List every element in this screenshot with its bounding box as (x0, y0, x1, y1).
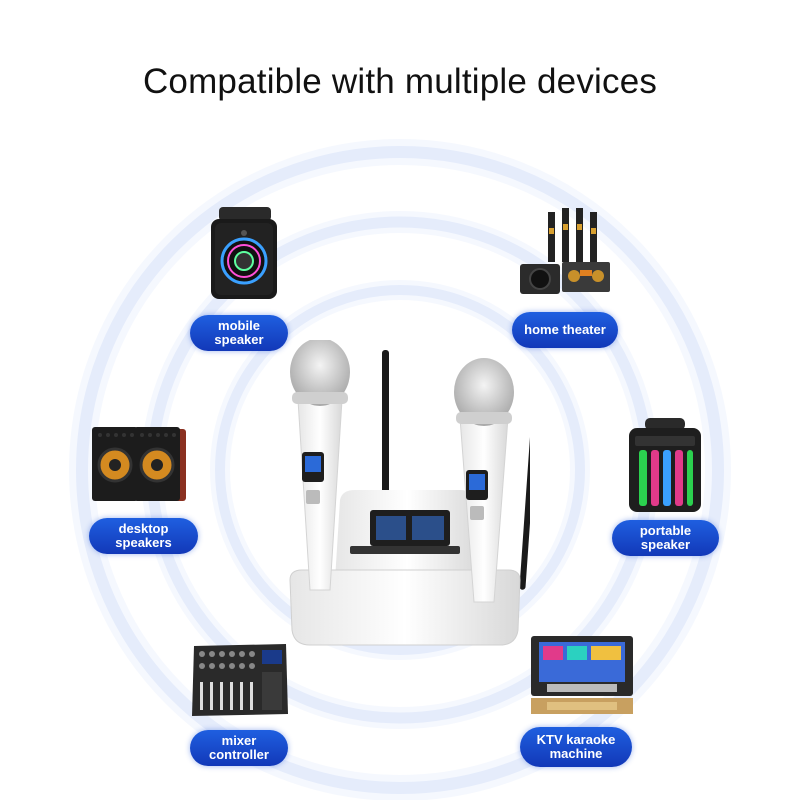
label-ktv-line2: machine (549, 746, 603, 761)
desktop-speakers-icon (92, 427, 186, 501)
label-mixer-controller: mixer controller (190, 730, 288, 766)
label-desktop-speakers: desktop speakers (89, 518, 198, 554)
label-home-theater: home theater (512, 312, 618, 348)
label-portable-speaker: portable speaker (612, 520, 719, 556)
antenna-left (382, 350, 389, 520)
label-ktv-line1: KTV karaoke (536, 732, 616, 747)
mixer-controller-icon (192, 644, 288, 716)
label-ktv-karaoke-machine: KTV karaoke machine (520, 727, 632, 767)
home-theater-icon (520, 208, 610, 294)
microphone-right (454, 358, 514, 603)
microphone-left (290, 340, 350, 591)
antenna-right (519, 370, 530, 590)
page-title: Compatible with multiple devices (142, 62, 658, 101)
ktv-karaoke-machine-icon (531, 636, 633, 714)
portable-speaker-icon (629, 418, 701, 512)
wireless-microphone-system-image (289, 340, 530, 646)
mobile-speaker-icon (211, 207, 277, 299)
label-mobile-speaker: mobile speaker (190, 315, 288, 351)
